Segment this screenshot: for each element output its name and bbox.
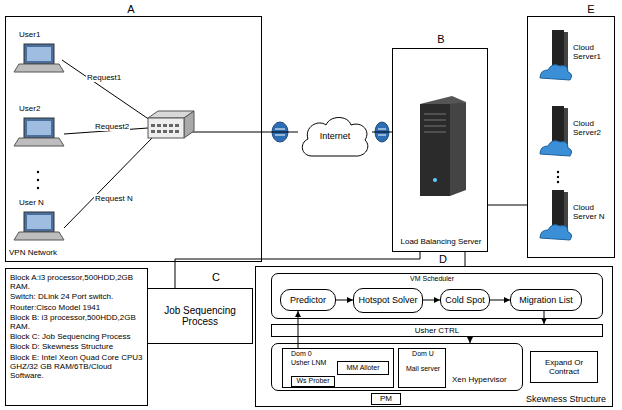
node-text: Cloud Server1 <box>573 43 613 61</box>
text-holder: PM <box>372 394 400 404</box>
node-text: Job Sequencing Process <box>148 305 252 328</box>
node-text: Cloud Server N <box>573 203 613 221</box>
node-text: MM Alloter <box>344 364 381 372</box>
text-holder: Ws Prober <box>292 377 334 386</box>
connector <box>175 252 420 288</box>
node-text: Usher LNM <box>291 359 327 367</box>
connector <box>336 300 353 301</box>
text-holder: Cold Spot <box>441 290 489 310</box>
connector <box>490 300 510 301</box>
connector <box>488 205 527 206</box>
text-holder: Migration List <box>511 290 581 310</box>
text-holder: Job Sequencing Process <box>148 289 252 343</box>
cloud-server: Cloud Server2 <box>535 105 613 167</box>
request-label: Request1 <box>86 73 122 82</box>
cloud-server: Cloud Server N <box>535 189 613 251</box>
node-text: Internet <box>318 131 353 141</box>
cloud-server: Cloud Server1 <box>535 29 613 91</box>
switch-icon <box>148 111 194 138</box>
node-text: Xen Hypervisor <box>452 375 520 384</box>
module-box: MM Alloter <box>337 361 389 375</box>
node-text: User N <box>19 198 63 207</box>
scheduler-box: VM SchedulerPredictor Hotspot Solver Cold … <box>271 273 603 319</box>
node-text: Dom 0 <box>291 350 331 358</box>
user-laptop: User N <box>15 197 67 249</box>
node-text: User1 <box>19 30 63 39</box>
node-text: Load Balancing Server <box>395 237 487 246</box>
text-holder: Internet <box>298 114 372 158</box>
connector <box>372 132 392 133</box>
region-box: ECloud Server1Cloud Server2Cloud Server … <box>527 16 615 258</box>
laptop-icons <box>14 44 64 240</box>
connector <box>423 300 440 301</box>
node-text: Cold Spot <box>443 295 487 305</box>
node-text: B <box>431 33 451 46</box>
node-text: VPN Network <box>9 248 89 257</box>
node-text: User2 <box>19 104 63 113</box>
node-text: PM <box>378 394 394 403</box>
node-text: Dom U <box>401 350 445 358</box>
domain-box: Dom 0Usher LNM MM Alloter Ws Prober <box>282 348 394 388</box>
server-icon <box>420 96 466 196</box>
text-holder: Predictor <box>281 290 335 310</box>
host-box: Xen Hypervisor Dom 0Usher LNM MM AlloterWs… <box>271 343 523 391</box>
node-text: Skewness Structure <box>521 394 611 404</box>
connector <box>262 132 298 133</box>
user-laptop: User1 <box>15 29 67 79</box>
spec-line: Block A:i3 processor,500HDD,2GB RAM. <box>10 273 143 291</box>
internet-cloud: Internet <box>298 114 372 158</box>
spec-line: Block C: Job Sequencing Process <box>10 332 143 341</box>
spec-line: Block E: Intel Xeon Quad Core CPU3 GHZ/3… <box>10 353 143 381</box>
text-holder: Hotspot Solver <box>354 289 422 312</box>
spec-line: Block B: i3 processor,500HDD,2GB RAM. <box>10 313 143 331</box>
machine-box: PM <box>371 393 401 405</box>
text-holder: Block A:i3 processor,500HDD,2GB RAM.Swit… <box>6 269 147 405</box>
node-text: Expand Or Contract <box>531 358 597 376</box>
node-text: Predictor <box>288 295 328 305</box>
domain-box: Dom U Mail server <box>398 348 446 388</box>
module-box: Ws Prober <box>291 376 335 387</box>
spec-line: Switch: DLink 24 Port switch. <box>10 292 143 301</box>
structure-box: DSkewness StructureVM SchedulerPredictor… <box>255 266 613 407</box>
spec-box: Block A:i3 processor,500HDD,2GB RAM.Swit… <box>5 268 148 406</box>
server-box: BLoad Balancing Server <box>392 48 488 252</box>
node-text: D <box>435 253 451 266</box>
user-laptop: User2 <box>15 103 67 153</box>
spec-line: Block D: Skewness Structure <box>10 342 143 351</box>
node-text: Hotspot Solver <box>356 295 419 305</box>
node-text: A <box>121 3 141 16</box>
text-holder: Expand Or Contract <box>531 352 597 382</box>
node-text: E <box>581 3 601 16</box>
node-text: Ws Prober <box>294 377 331 385</box>
node-text: Migration List <box>517 295 575 305</box>
request-label: Request2 <box>94 122 130 131</box>
process-box: Predictor <box>280 289 336 311</box>
node-text: Mail server <box>401 365 445 373</box>
region-box: AVPN NetworkUser1User2User N <box>5 16 262 262</box>
text-holder: Usher CTRL <box>272 325 602 336</box>
request-label: Request N <box>94 194 134 203</box>
process-box: CJob Sequencing Process <box>147 288 253 344</box>
text-holder: MM Alloter <box>338 362 388 374</box>
node-text: Cloud Server2 <box>573 119 613 137</box>
spec-line: Router:Cisco Model 1941 <box>10 303 143 312</box>
process-box: Cold Spot <box>440 289 490 311</box>
node-text: VM Scheduler <box>392 275 472 283</box>
node-text: Usher CTRL <box>413 326 461 335</box>
process-box: Hotspot Solver <box>353 288 423 313</box>
connector <box>544 311 545 324</box>
connector <box>465 252 466 266</box>
control-bar: Usher CTRL <box>271 324 603 337</box>
process-box: Migration List <box>510 289 582 311</box>
action-box: Expand Or Contract <box>530 351 598 383</box>
node-text: C <box>208 271 224 284</box>
cloud-server-icons <box>540 30 572 250</box>
